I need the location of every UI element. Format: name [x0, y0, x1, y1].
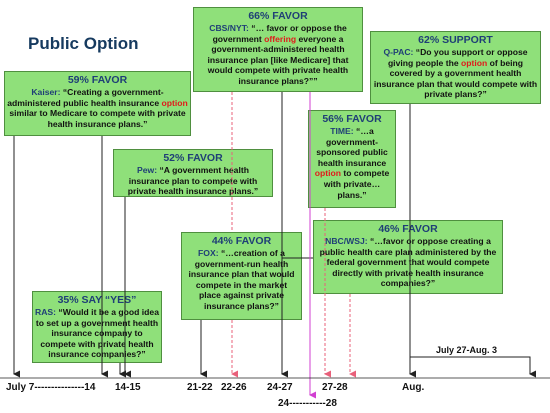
- poll-headline: 35% SAY “YES”: [57, 294, 137, 306]
- poll-question-highlight: option: [461, 57, 488, 68]
- poll-question: “Creating a government-administered publ…: [7, 87, 164, 108]
- poll-question: “Do you support or oppose giving people …: [387, 47, 528, 68]
- poll-headline: 52% FAVOR: [163, 152, 223, 164]
- poll-headline: 46% FAVOR: [378, 223, 438, 235]
- poll-question-highlight: offering: [264, 33, 297, 44]
- timeline-label-14-15: 14-15: [115, 382, 141, 393]
- poll-box-cbs: 66% FAVOR CBS/NYT: “… favor or oppose th…: [193, 7, 363, 92]
- timeline-label-22-26: 22-26: [221, 382, 247, 393]
- timeline-label-aug: Aug.: [402, 382, 425, 393]
- poll-box-rasmussen: 35% SAY “YES” RAS: “Would it be a good i…: [32, 291, 162, 363]
- poll-box-nbc: 46% FAVOR NBC/WSJ: “…favor or oppose cre…: [313, 220, 503, 294]
- poll-box-pew: 52% FAVOR Pew: “A government health insu…: [113, 149, 273, 197]
- poll-question: “… favor or oppose the government: [212, 23, 347, 44]
- qpac-bracket: [410, 356, 536, 378]
- poll-source: FOX:: [198, 248, 219, 258]
- poll-question: “Would it be a good idea to set up a gov…: [35, 307, 159, 360]
- poll-box-qpac: 62% SUPPORT Q-PAC: “Do you support or op…: [370, 31, 541, 104]
- poll-question: “A government health insurance plan to c…: [127, 165, 259, 197]
- poll-headline: 66% FAVOR: [248, 10, 308, 22]
- poll-question-rest: everyone a government-administered healt…: [207, 33, 349, 86]
- poll-question: “…favor or oppose creating a public heal…: [319, 236, 497, 289]
- timeline-label-21-22: 21-22: [187, 382, 213, 393]
- timeline-label-27-28: 27-28: [322, 382, 348, 393]
- poll-question-rest: similar to Medicare to compete with priv…: [9, 108, 186, 129]
- poll-question-highlight: option: [314, 168, 341, 179]
- poll-source: Pew:: [137, 165, 158, 175]
- timeline-label-24-27: 24-27: [267, 382, 293, 393]
- page-title: Public Option: [28, 34, 139, 53]
- poll-headline: 62% SUPPORT: [418, 34, 493, 46]
- poll-source: NBC/WSJ:: [325, 236, 368, 246]
- poll-source: Kaiser:: [31, 87, 61, 97]
- poll-box-time: 56% FAVOR TIME: “…a government-sponsored…: [308, 110, 396, 208]
- poll-box-kaiser: 59% FAVOR Kaiser: “Creating a government…: [4, 71, 191, 136]
- poll-question-rest: to compete with private… plans.”: [323, 168, 390, 200]
- poll-question-highlight: option: [161, 97, 188, 108]
- poll-source: CBS/NYT:: [209, 23, 249, 33]
- poll-question: “…creation of a government-run health in…: [188, 248, 295, 311]
- poll-source: TIME:: [330, 126, 354, 136]
- timeline-label-july: July 7---------------14: [6, 382, 96, 393]
- poll-headline: 44% FAVOR: [211, 235, 272, 247]
- timeline-range-note: July 27-Aug. 3: [436, 345, 498, 355]
- poll-question-rest: of being covered by a government health …: [373, 57, 538, 100]
- poll-source: RAS:: [35, 307, 57, 317]
- poll-headline: 56% FAVOR: [322, 113, 382, 125]
- poll-source: Q-PAC:: [383, 47, 414, 57]
- poll-headline: 59% FAVOR: [67, 74, 128, 86]
- timeline-label-24-28: 24-----------28: [278, 398, 337, 409]
- poll-question: “…a government-sponsored public health i…: [316, 126, 388, 168]
